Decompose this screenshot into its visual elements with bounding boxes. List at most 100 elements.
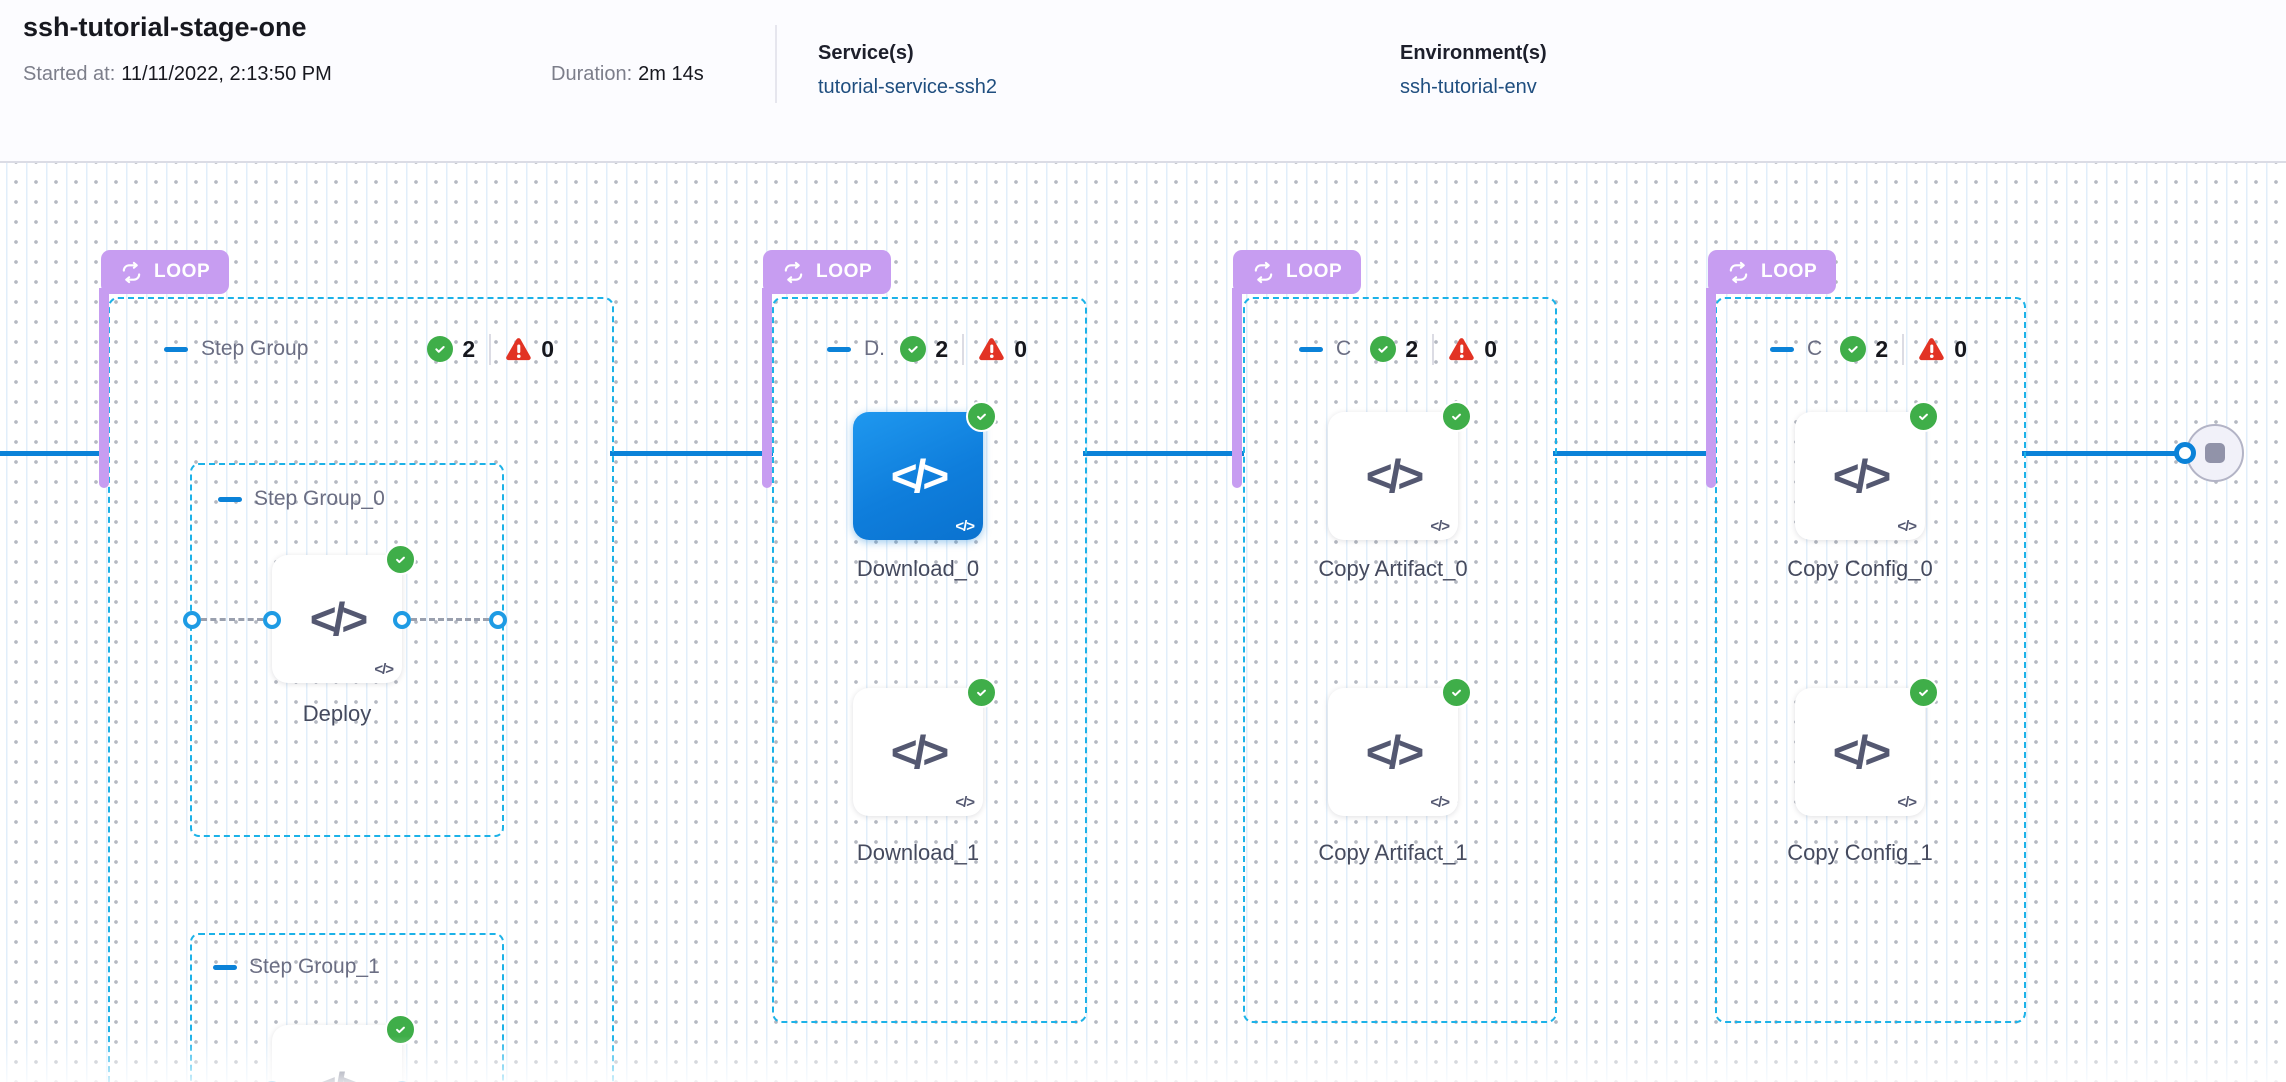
code-corner-icon: </> bbox=[955, 518, 975, 535]
success-status-badge bbox=[966, 401, 997, 432]
step-node-label: Copy Artifact_0 bbox=[1318, 556, 1468, 581]
stage-connector-line bbox=[2022, 451, 2186, 456]
environment-link[interactable]: ssh-tutorial-env bbox=[1400, 76, 1537, 98]
step-node-deploy[interactable]: </> </> bbox=[272, 555, 402, 683]
group-stats: 2 0 bbox=[427, 333, 554, 365]
loop-badge-label: LOOP bbox=[816, 261, 873, 282]
group-box-download[interactable] bbox=[772, 297, 1087, 1023]
success-status-badge bbox=[1441, 401, 1472, 432]
code-icon: </> bbox=[1365, 726, 1424, 778]
group-label: Step Group_1 bbox=[249, 955, 380, 978]
warning-icon bbox=[979, 337, 1004, 360]
connector-port bbox=[489, 611, 507, 629]
collapse-minus-button[interactable] bbox=[1299, 346, 1323, 352]
code-icon: </> bbox=[1832, 726, 1891, 778]
duration-value: 2m 14s bbox=[638, 63, 704, 85]
stats-divider bbox=[1902, 333, 1905, 365]
step-node-copy-artifact-1[interactable]: </> </> bbox=[1328, 688, 1458, 816]
group-label: D. bbox=[864, 337, 885, 360]
connector-port bbox=[183, 611, 201, 629]
success-count-icon bbox=[1370, 336, 1397, 362]
loop-badge: LOOP bbox=[1233, 250, 1362, 294]
loop-badge: LOOP bbox=[101, 250, 230, 294]
failure-count: 0 bbox=[541, 335, 554, 362]
step-node[interactable]: </> bbox=[272, 1025, 402, 1082]
loop-badge-label: LOOP bbox=[1286, 261, 1343, 282]
step-node-label: Download_1 bbox=[856, 840, 980, 865]
connector-port bbox=[393, 611, 411, 629]
connector-port bbox=[263, 611, 281, 629]
stage-connector-line bbox=[0, 451, 109, 456]
failure-count: 0 bbox=[1484, 335, 1497, 362]
failure-count: 0 bbox=[1014, 335, 1027, 362]
collapse-minus-button[interactable] bbox=[1770, 346, 1794, 352]
loop-icon bbox=[784, 261, 803, 283]
pipeline-canvas[interactable]: LOOP Step Group 2 0 Step Group_0 </> bbox=[0, 163, 2286, 1082]
step-node-download-1[interactable]: </> </> bbox=[853, 688, 983, 816]
code-icon: </> bbox=[1832, 450, 1891, 502]
environments-label: Environment(s) bbox=[1400, 42, 1547, 64]
success-count-icon bbox=[1840, 336, 1867, 362]
step-node-download-0[interactable]: </> </> bbox=[853, 412, 983, 540]
stage-connector-line bbox=[1083, 451, 1244, 456]
loop-badge-tail bbox=[99, 288, 109, 488]
loop-badge: LOOP bbox=[1708, 250, 1837, 294]
step-node-label: Copy Config_1 bbox=[1787, 840, 1933, 865]
code-corner-icon: </> bbox=[374, 661, 394, 678]
stats-divider bbox=[489, 333, 492, 365]
stop-square-icon bbox=[2205, 443, 2225, 463]
loop-badge-tail bbox=[1232, 288, 1242, 488]
services-label: Service(s) bbox=[818, 42, 914, 64]
stage-connector-line bbox=[1553, 451, 1716, 456]
failure-count: 0 bbox=[1954, 335, 1967, 362]
success-status-badge bbox=[385, 1014, 416, 1045]
service-link[interactable]: tutorial-service-ssh2 bbox=[818, 76, 997, 98]
connector-ring bbox=[2174, 442, 2196, 464]
step-node-label: Download_0 bbox=[856, 556, 980, 581]
group-box-copy-artifact[interactable] bbox=[1243, 297, 1557, 1023]
success-status-badge bbox=[1908, 677, 1939, 708]
group-header: Step Group_1 bbox=[213, 952, 380, 982]
started-at-value: 11/11/2022, 2:13:50 PM bbox=[121, 63, 332, 85]
started-at: Started at:11/11/2022, 2:13:50 PM bbox=[23, 63, 332, 86]
step-node-copy-config-1[interactable]: </> </> bbox=[1795, 688, 1925, 816]
collapse-minus-button[interactable] bbox=[164, 346, 188, 352]
group-stats: 2 0 bbox=[1370, 333, 1497, 365]
step-node-copy-config-0[interactable]: </> </> bbox=[1795, 412, 1925, 540]
code-corner-icon: </> bbox=[1430, 518, 1450, 535]
code-corner-icon: </> bbox=[1897, 794, 1917, 811]
group-header: C 2 0 bbox=[1770, 333, 1967, 365]
step-node-label: Deploy bbox=[302, 701, 372, 726]
stats-divider bbox=[962, 333, 965, 365]
success-count-icon bbox=[427, 336, 454, 362]
step-node-label: Copy Config_0 bbox=[1787, 556, 1933, 581]
loop-badge: LOOP bbox=[763, 250, 892, 294]
collapse-minus-button[interactable] bbox=[827, 346, 851, 352]
step-connector-dashed bbox=[201, 618, 263, 621]
group-box-copy-config[interactable] bbox=[1715, 297, 2026, 1023]
code-icon: </> bbox=[890, 726, 949, 778]
loop-icon bbox=[1729, 261, 1748, 283]
loop-icon bbox=[122, 261, 141, 283]
success-count: 2 bbox=[1875, 335, 1889, 362]
group-box-step-group[interactable] bbox=[108, 297, 614, 1082]
loop-badge-tail bbox=[762, 288, 772, 488]
step-node-copy-artifact-0[interactable]: </> </> bbox=[1328, 412, 1458, 540]
collapse-minus-button[interactable] bbox=[218, 496, 242, 502]
code-icon: </> bbox=[309, 593, 368, 645]
warning-icon bbox=[1449, 337, 1474, 360]
code-icon: </> bbox=[310, 1062, 368, 1082]
group-box-step-group-0[interactable] bbox=[190, 463, 504, 837]
loop-badge-tail bbox=[1706, 288, 1716, 488]
collapse-minus-button[interactable] bbox=[213, 964, 237, 970]
success-status-badge bbox=[966, 677, 997, 708]
success-count-icon bbox=[900, 336, 927, 362]
group-label: Step Group bbox=[201, 337, 309, 360]
code-corner-icon: </> bbox=[1430, 794, 1450, 811]
warning-icon bbox=[1919, 337, 1944, 360]
group-label: C bbox=[1336, 337, 1352, 360]
group-box-step-group-1[interactable] bbox=[190, 933, 504, 1082]
group-label: Step Group_0 bbox=[254, 487, 385, 510]
started-at-label: Started at: bbox=[23, 63, 116, 85]
